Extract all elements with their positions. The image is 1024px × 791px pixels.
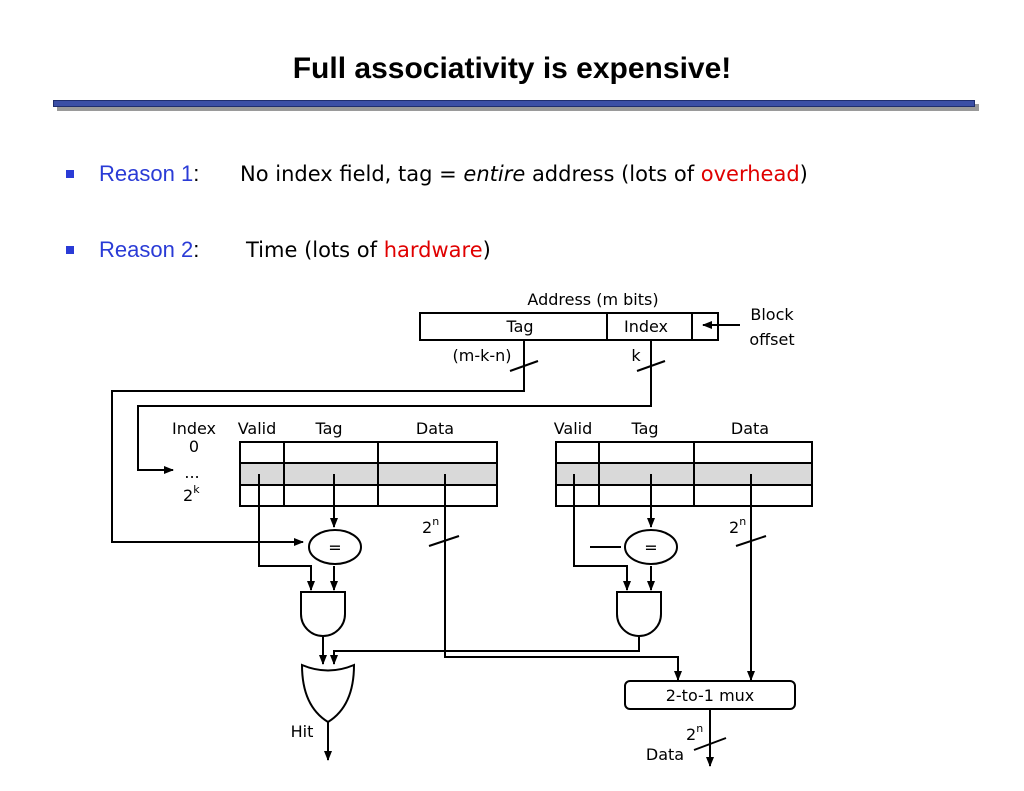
- reason-1-highlight: overhead: [700, 162, 800, 186]
- way1-data-header: Data: [731, 419, 769, 438]
- block-offset-label-line1: Block: [750, 305, 794, 324]
- way0-data-bus: [444, 474, 682, 681]
- way0-valid-header: Valid: [238, 419, 277, 438]
- index-last-exponent: k: [193, 483, 200, 496]
- data-out-width-base: 2: [686, 725, 696, 744]
- way0-and-gate: [300, 591, 346, 637]
- reason-2-text-start: Time (lots of: [246, 238, 384, 262]
- way1-data-width: 2n: [729, 515, 746, 537]
- way0-data-width-slash: [428, 535, 460, 547]
- way1-selected-row: [556, 464, 812, 485]
- way1-compare-symbol: =: [644, 538, 657, 557]
- reason-label: Reason 1:: [99, 160, 199, 188]
- index-last-value: 2k: [183, 483, 200, 505]
- tag-bus-wire: [111, 340, 525, 546]
- reason-2-colon: :: [193, 237, 200, 262]
- index-width-label: k: [631, 346, 641, 365]
- way0-compare-symbol: =: [328, 538, 341, 557]
- reason-2-text-end: ): [482, 238, 491, 262]
- way1-valid-header: Valid: [554, 419, 593, 438]
- way1-data-width-slash: [735, 535, 767, 547]
- bullet-square-icon: [66, 170, 74, 178]
- bullet-square-icon: [66, 246, 74, 254]
- way0-data-width-base: 2: [422, 518, 432, 537]
- mux-label: 2-to-1 mux: [666, 686, 755, 705]
- reason-1-emphasis: entire: [463, 162, 526, 186]
- way0-selected-row: [240, 464, 497, 485]
- data-out-label: Data: [646, 745, 684, 764]
- title-rule: [53, 100, 975, 107]
- address-tag-field: Tag: [505, 317, 533, 336]
- way0-valid-wire: [258, 474, 315, 591]
- reason-2-label: Reason 2: [99, 237, 194, 262]
- reason-1-text-start: No index field, tag =: [240, 162, 464, 186]
- way1-data-width-base: 2: [729, 518, 739, 537]
- reason-label: Reason 2:: [99, 236, 199, 264]
- index-last-base: 2: [183, 486, 193, 505]
- slide-title: Full associativity is expensive!: [292, 52, 732, 85]
- reason-1-text-mid: address (lots of: [525, 162, 701, 186]
- data-out-width-exp: n: [696, 722, 703, 735]
- tag-bus-width-slash: [509, 360, 539, 372]
- way1-tag-comparator: [624, 529, 678, 565]
- way1-hit-wire: [330, 637, 640, 665]
- data-output-width-slash: [693, 737, 727, 751]
- address-register: [419, 312, 719, 341]
- address-label: Address (m bits): [527, 290, 658, 309]
- way0-tag-header: Tag: [314, 419, 342, 438]
- title-rule-shadow: [57, 104, 979, 111]
- reason-1-label: Reason 1: [99, 161, 194, 186]
- way1-and-gate: [616, 591, 662, 637]
- index-bus-width-slash: [636, 360, 666, 372]
- way0-tag-comparator: [308, 529, 362, 565]
- reason-1-text: No index field, tag = entire address (lo…: [240, 160, 808, 188]
- index-first-value: 0: [189, 437, 199, 456]
- way1-tag-header: Tag: [630, 419, 658, 438]
- reason-2-text: Time (lots of hardware): [246, 236, 491, 264]
- tag-width-label: (m-k-n): [452, 346, 511, 365]
- way1-valid-wire: [573, 474, 631, 591]
- hit-label: Hit: [291, 722, 314, 741]
- way0-data-width-exp: n: [432, 515, 439, 528]
- data-out-width: 2n: [686, 722, 703, 744]
- way0-data-width: 2n: [422, 515, 439, 537]
- reason-1-colon: :: [193, 161, 200, 186]
- reason-1-text-end: ): [799, 162, 808, 186]
- block-offset-label-line2: offset: [749, 330, 794, 349]
- hit-or-gate: [300, 663, 356, 724]
- way0-array: [239, 441, 498, 507]
- way1-array: [555, 441, 813, 507]
- address-index-field: Index: [624, 317, 668, 336]
- way1-data-width-exp: n: [739, 515, 746, 528]
- way0-data-header: Data: [416, 419, 454, 438]
- index-column-header: Index: [172, 419, 216, 438]
- reason-2-highlight: hardware: [383, 238, 483, 262]
- index-ellipsis: ...: [184, 463, 199, 482]
- index-bus-wire: [137, 340, 652, 474]
